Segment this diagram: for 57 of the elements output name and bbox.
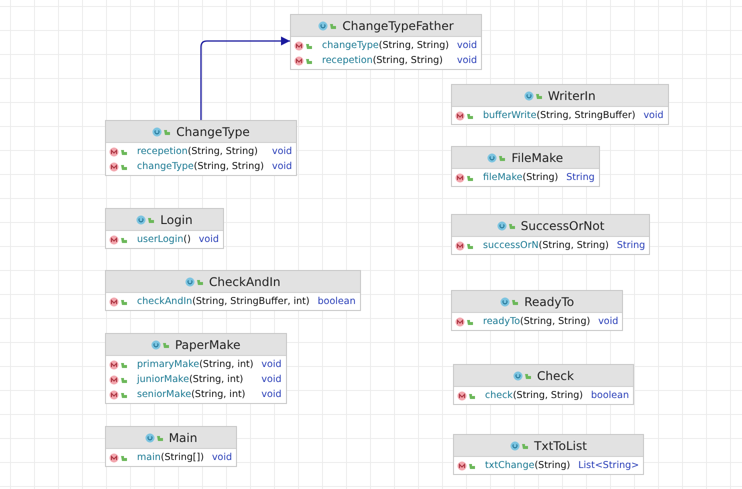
class-name: WriterIn: [548, 88, 596, 102]
class-box: [105, 333, 287, 404]
class-box: [105, 120, 298, 176]
return-type: void: [261, 358, 282, 372]
method-signature: seniorMake(String, int): [137, 388, 246, 402]
class-box: [453, 434, 644, 475]
method-signature: changeType(String, String): [322, 39, 449, 53]
class-name: CheckAndIn: [209, 274, 281, 288]
class-box: [290, 14, 482, 70]
return-type: String: [616, 239, 646, 253]
inheritance-arrow: [200, 36, 290, 120]
class-name: PaperMake: [174, 338, 241, 352]
return-type: String: [566, 171, 595, 185]
return-type: void: [272, 160, 292, 174]
class-box: [105, 208, 224, 249]
class-box: [451, 214, 650, 255]
return-type: void: [261, 373, 282, 387]
method-signature: changeType(String, String): [137, 160, 264, 174]
return-type: void: [456, 39, 478, 53]
return-type: void: [261, 388, 282, 402]
method-signature: recepetion(String, String): [322, 54, 444, 68]
class-box: [105, 426, 238, 467]
return-type: void: [598, 315, 618, 329]
method-signature: readyTo(String, String): [483, 315, 590, 329]
method-signature: txtChange(String): [485, 459, 570, 473]
return-type: void: [456, 54, 478, 68]
method-signature: juniorMake(String, int): [137, 373, 244, 387]
method-signature: check(String, String): [485, 389, 583, 403]
class-name: FileMake: [511, 150, 564, 164]
method-signature: main(String[]): [137, 451, 204, 465]
class-name: Login: [160, 212, 193, 226]
return-type: void: [198, 233, 219, 247]
class-name: TxtToList: [534, 438, 587, 452]
class-name: Main: [168, 430, 198, 444]
class-name: Check: [537, 368, 574, 382]
return-type: void: [643, 109, 664, 123]
method-signature: primaryMake(String, int): [137, 358, 254, 372]
method-signature: successOrN(String, String): [483, 239, 609, 253]
method-signature: userLogin(): [137, 233, 191, 247]
method-signature: fileMake(String): [483, 171, 558, 185]
return-type: void: [212, 451, 232, 465]
return-type: void: [272, 145, 292, 159]
return-type: boolean: [318, 295, 356, 309]
class-box: [451, 84, 669, 125]
method-signature: checkAndIn(String, StringBuffer, int): [137, 295, 310, 309]
class-name: ReadyTo: [524, 294, 574, 308]
class-box: [451, 146, 600, 187]
class-name: ChangeTypeFather: [342, 18, 454, 32]
return-type: boolean: [590, 389, 629, 403]
method-signature: recepetion(String, String): [137, 145, 259, 159]
class-box: [105, 270, 361, 311]
class-box: [451, 290, 624, 331]
return-type: List<String>: [578, 459, 640, 473]
class-name: SuccessOrNot: [520, 218, 604, 232]
class-name: ChangeType: [176, 124, 250, 138]
class-box: [453, 364, 634, 405]
method-signature: bufferWrite(String, StringBuffer): [483, 109, 636, 123]
